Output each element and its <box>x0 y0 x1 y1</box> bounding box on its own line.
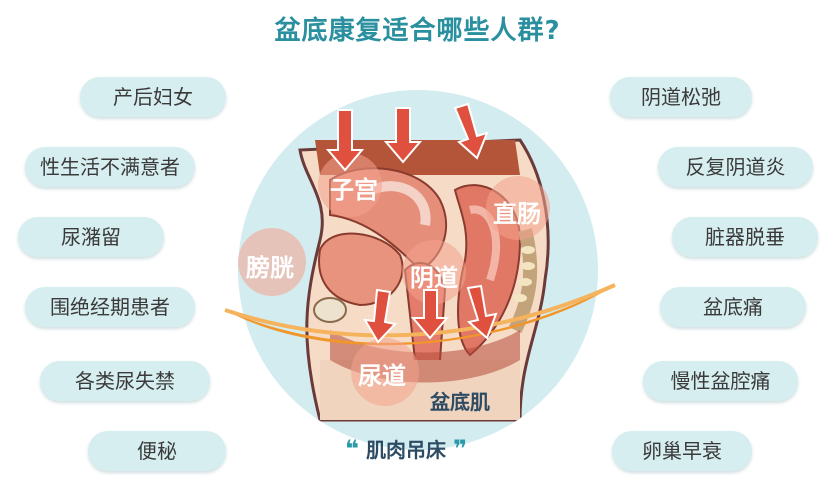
muscle-hammock-caption: ❝ 肌肉吊床 ❞ <box>345 434 467 463</box>
rectum-glow <box>486 176 550 240</box>
left-item-incontinence: 各类尿失禁 <box>40 361 210 401</box>
arrow-1 <box>325 109 365 172</box>
pelvic-floor-label: 盆底肌 <box>430 390 490 414</box>
left-item-postpartum: 产后妇女 <box>80 77 226 117</box>
left-item-sexual-dissatisfaction: 性生活不满意者 <box>25 147 195 187</box>
pubic-bone <box>313 297 347 323</box>
vagina-glow <box>402 240 466 304</box>
right-item-organ-prolapse: 脏器脱垂 <box>672 217 818 257</box>
arrow-4 <box>363 288 397 344</box>
arrow-3 <box>453 102 489 160</box>
bladder-label: 膀胱 <box>246 254 294 282</box>
open-quote-icon: ❝ <box>345 435 360 463</box>
right-item-recurrent-vaginitis: 反复阴道炎 <box>658 147 813 187</box>
page-title: 盆底康复适合哪些人群? <box>274 16 561 46</box>
bladder-glow <box>238 228 306 296</box>
bladder-shape <box>318 232 404 307</box>
arrow-6 <box>466 284 498 340</box>
urethra-label: 尿道 <box>358 362 406 390</box>
pressure-arrows <box>325 102 498 344</box>
right-item-vaginal-laxity: 阴道松弛 <box>610 77 752 117</box>
right-item-premature-ovarian-failure: 卵巢早衰 <box>612 431 752 471</box>
left-item-perimenopause: 围绝经期患者 <box>25 287 195 327</box>
arrow-5 <box>410 289 450 340</box>
uterus-glow <box>318 153 382 217</box>
left-item-urinary-retention: 尿潴留 <box>18 217 164 257</box>
rectum-label: 直肠 <box>493 200 541 228</box>
left-item-constipation: 便秘 <box>88 431 226 471</box>
right-item-pelvic-pain: 盆底痛 <box>660 287 806 327</box>
urethra-glow <box>351 338 419 406</box>
right-item-chronic-pelvic-pain: 慢性盆腔痛 <box>643 361 798 401</box>
vagina-label: 阴道 <box>410 264 458 292</box>
arrow-2 <box>383 107 423 164</box>
muscle-hammock-text: 肌肉吊床 <box>366 438 447 462</box>
uterus-label: 子宫 <box>330 176 378 204</box>
close-quote-icon: ❞ <box>453 435 468 463</box>
